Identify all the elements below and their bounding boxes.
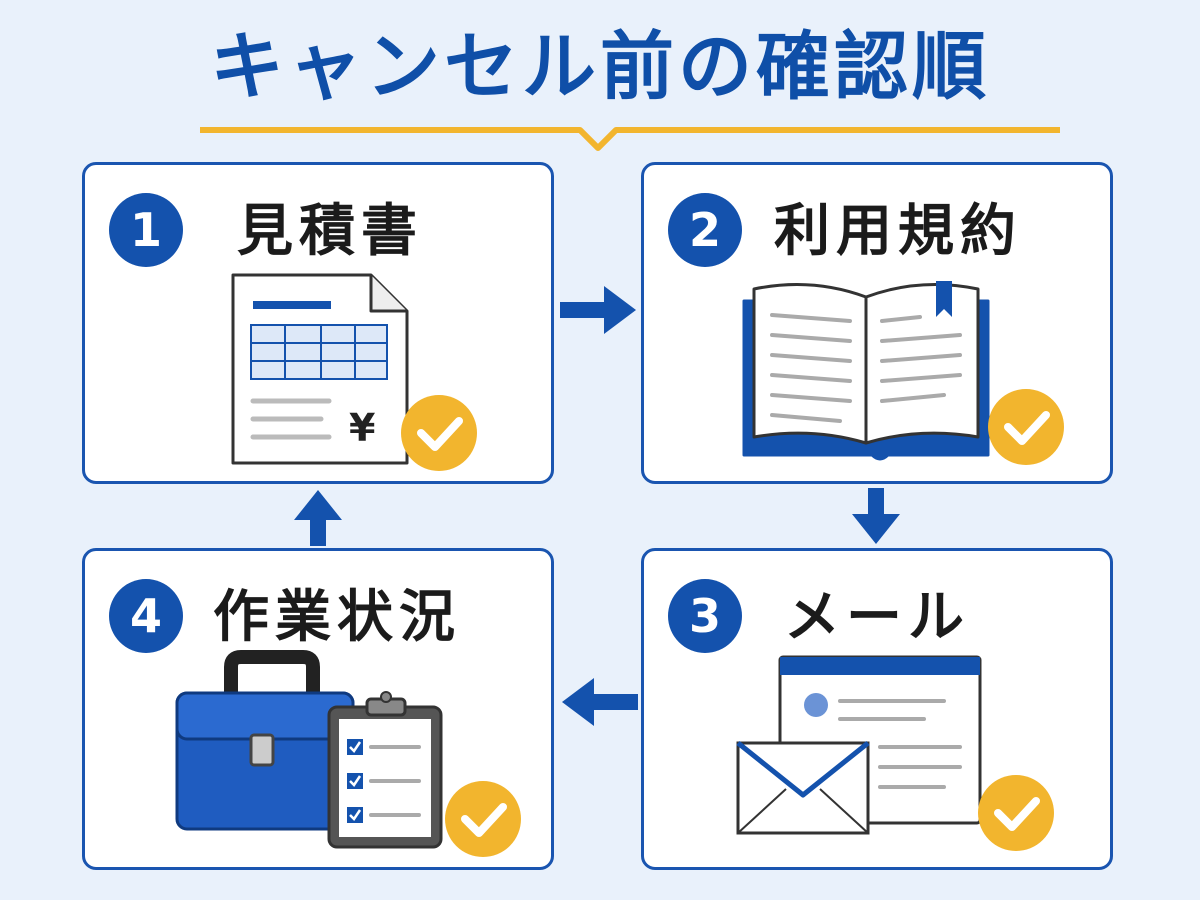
step-label: 見積書 bbox=[237, 199, 423, 264]
arrow-down-icon bbox=[852, 488, 900, 544]
check-badge-icon bbox=[978, 775, 1054, 851]
check-badge-icon bbox=[401, 395, 477, 471]
check-badge-icon bbox=[988, 389, 1064, 465]
step-number-badge: 2 bbox=[668, 193, 742, 267]
arrow-left-icon bbox=[562, 678, 638, 726]
step-number-badge: 3 bbox=[668, 579, 742, 653]
step-card-4: 4 作業状況 bbox=[82, 548, 554, 870]
toolbox-clipboard-icon bbox=[175, 650, 521, 857]
step-label: メール bbox=[784, 585, 970, 650]
step-number-badge: 4 bbox=[109, 579, 183, 653]
step-card-1: 1 見積書 ¥ bbox=[82, 162, 554, 484]
step-number-badge: 1 bbox=[109, 193, 183, 267]
invoice-icon: ¥ bbox=[231, 273, 477, 471]
open-book-icon bbox=[742, 281, 1064, 465]
title-underline bbox=[200, 127, 1060, 151]
check-badge-icon bbox=[445, 781, 521, 857]
arrow-right-icon bbox=[560, 286, 636, 334]
step-card-2: 2 利用規約 bbox=[641, 162, 1113, 484]
email-icon bbox=[736, 655, 1054, 851]
step-label: 作業状況 bbox=[213, 585, 461, 650]
step-card-3: 3 メール bbox=[641, 548, 1113, 870]
yen-symbol: ¥ bbox=[349, 406, 375, 450]
step-label: 利用規約 bbox=[774, 199, 1022, 264]
page-title: キャンセル前の確認順 bbox=[210, 24, 990, 110]
arrow-up-icon bbox=[294, 490, 342, 546]
